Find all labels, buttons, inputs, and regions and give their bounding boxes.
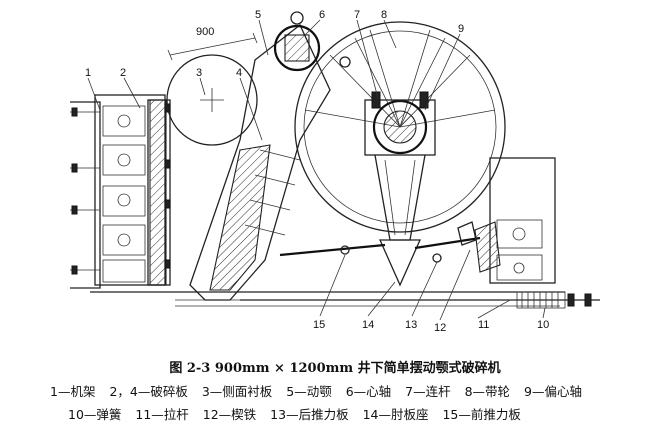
machine-frame (70, 101, 565, 307)
legend-item: 10—弹簧 (68, 407, 122, 422)
legend-line-2: 10—弹簧 11—拉杆 12—楔铁 13—后推力板 14—肘板座 15—前推力板 (68, 404, 531, 423)
part-label-2: 2 (120, 67, 126, 79)
part-number-labels: 1 2 3 4 5 6 7 8 9 15 14 13 12 11 10 (85, 9, 549, 334)
leader-lines (87, 19, 546, 321)
part-label-1: 1 (85, 67, 91, 79)
legend-item: 3—侧面衬板 (201, 384, 273, 399)
legend-item: 12—楔铁 (202, 407, 257, 422)
legend-item: 11—拉杆 (135, 407, 189, 422)
part-label-11: 11 (478, 319, 489, 331)
legend-item: 7—连杆 (405, 384, 451, 399)
dimension-900: 900 (167, 26, 258, 61)
part-label-13: 13 (405, 319, 417, 331)
flywheel (294, 21, 506, 233)
figure-caption-title: 图 2-3 900mm × 1200mm 井下简单摆动颚式破碎机 (169, 361, 501, 376)
side-liner-plate (166, 54, 258, 146)
legend-item: 15—前推力板 (442, 407, 521, 422)
swing-jaw (189, 23, 331, 301)
part-label-15: 15 (313, 319, 325, 331)
tension-rod-spring (240, 291, 600, 309)
legend-item: 1—机架 (50, 384, 96, 399)
part-label-7: 7 (354, 9, 360, 21)
legend-item: 8—带轮 (464, 384, 511, 399)
legend-line-1: 1—机架 2，4—破碎板 3—侧面衬板 5—动颚 6—心轴 7—连杆 8—带轮 … (50, 381, 592, 400)
part-label-4: 4 (236, 67, 242, 79)
legend-item: 6—心轴 (345, 384, 392, 399)
legend-item: 5—动颚 (286, 384, 332, 399)
toggle-mechanism (279, 236, 481, 287)
part-label-3: 3 (196, 67, 202, 79)
part-label-9: 9 (458, 23, 464, 35)
part-label-5: 5 (255, 9, 261, 21)
part-label-14: 14 (362, 319, 374, 331)
part-label-6: 6 (319, 9, 325, 21)
crusher-drawing: 900 (70, 9, 600, 334)
dimension-label: 900 (196, 26, 214, 38)
legend-item: 13—后推力板 (270, 407, 349, 422)
legend-item: 9—偏心轴 (524, 384, 582, 399)
legend-item: 2，4—破碎板 (109, 384, 188, 399)
front-frame-block (70, 94, 171, 286)
legend-item: 14—肘板座 (362, 407, 429, 422)
connecting-rod (364, 91, 436, 241)
part-label-8: 8 (381, 9, 387, 21)
pivot-shaft (273, 11, 351, 72)
part-label-12: 12 (434, 322, 446, 334)
part-label-10: 10 (537, 319, 549, 331)
rear-frame (457, 157, 556, 284)
